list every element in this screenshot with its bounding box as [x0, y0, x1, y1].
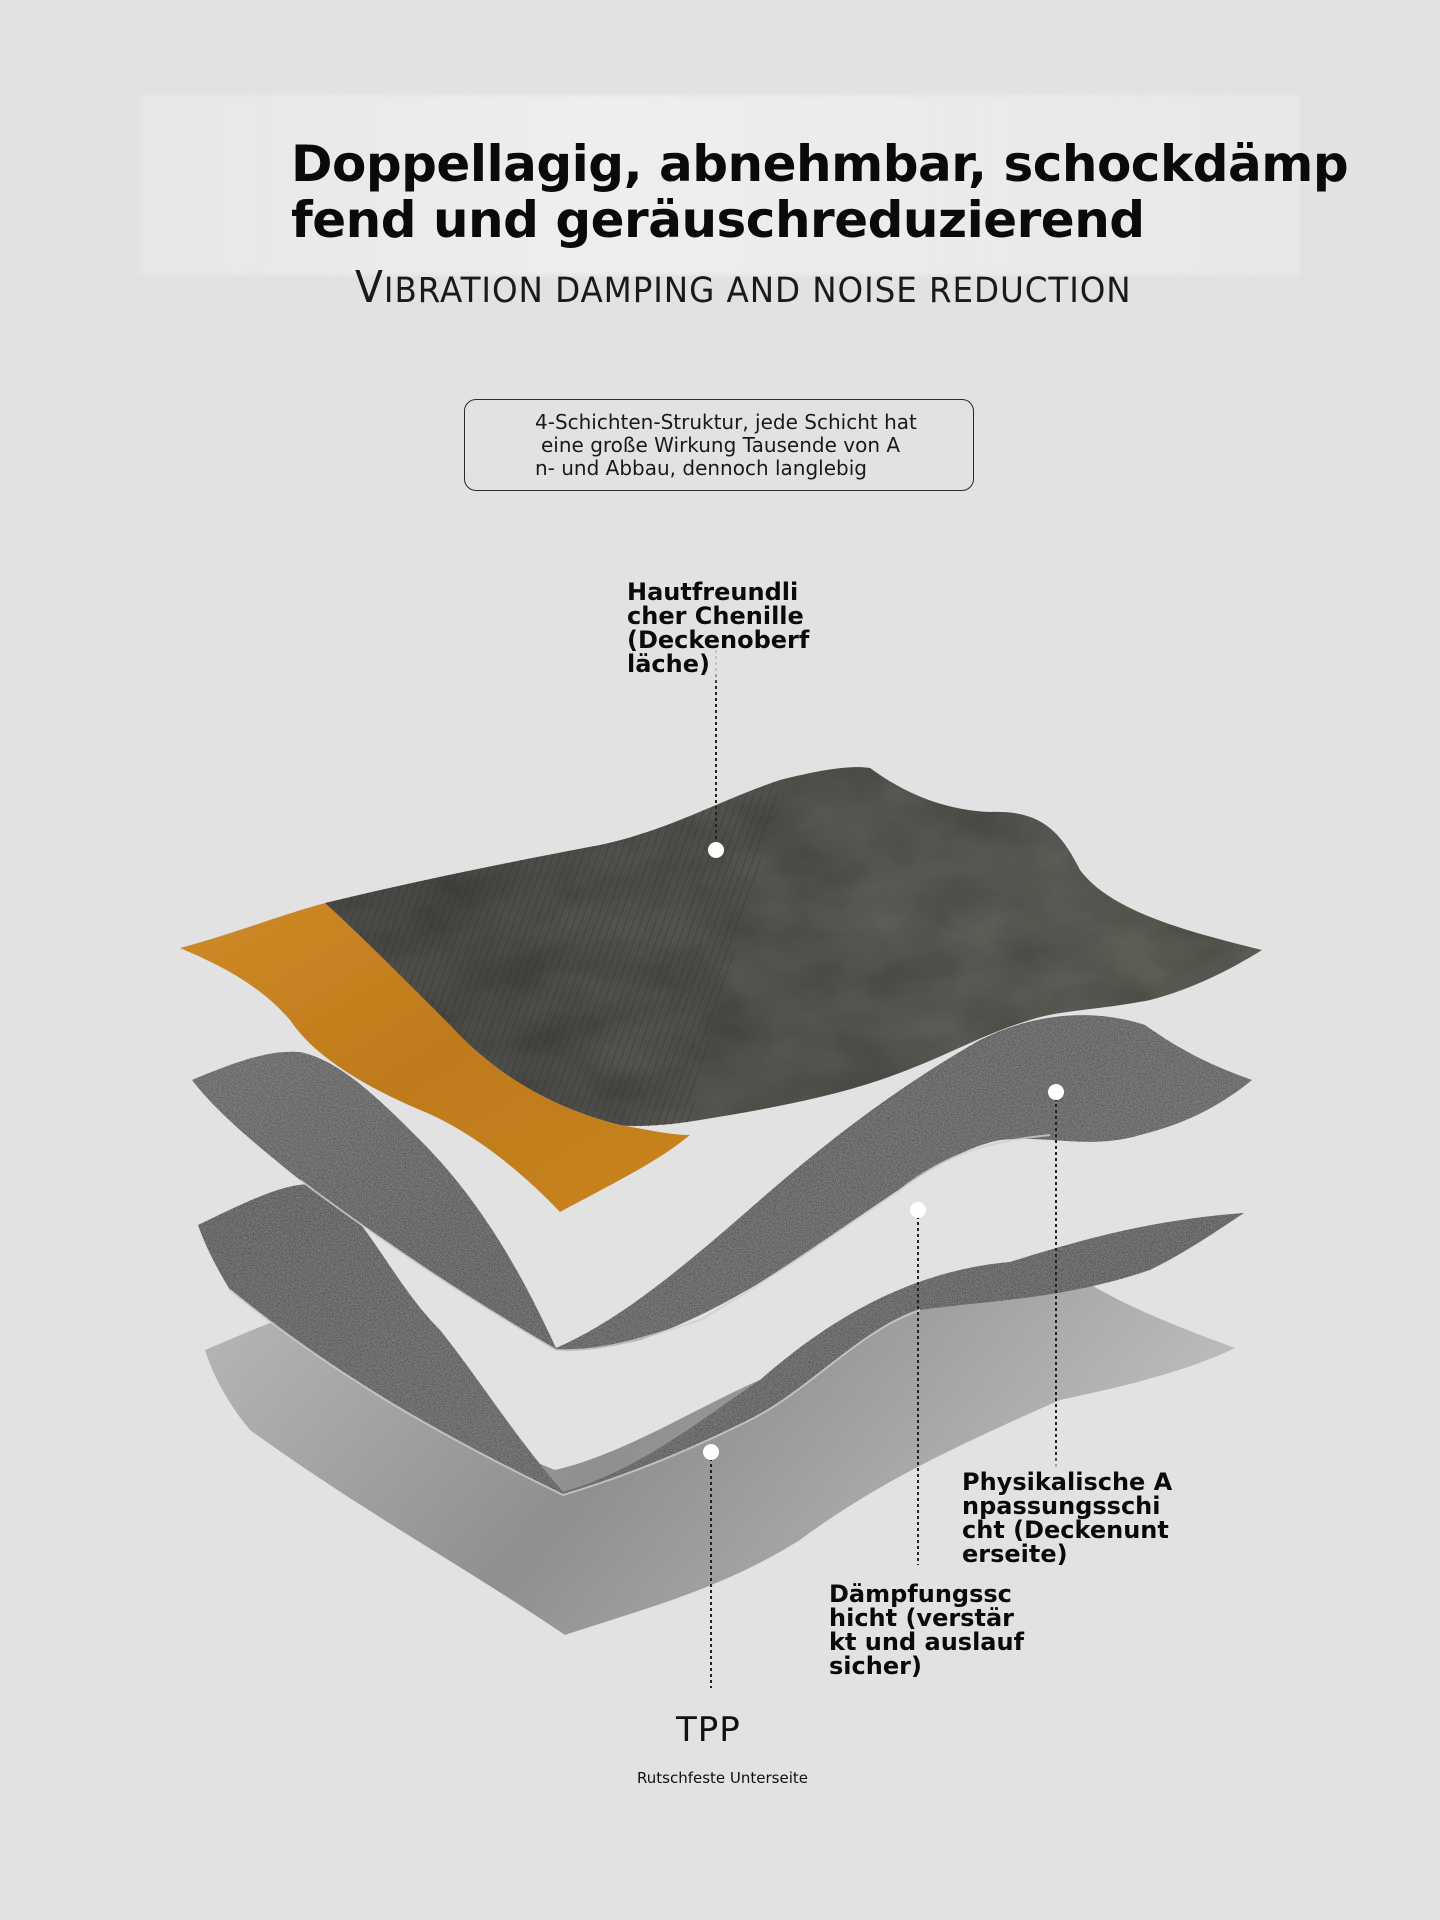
callout-top-line-3: (Deckenoberf	[627, 626, 810, 654]
intro-line-2: eine große Wirkung Tausende von A	[541, 433, 901, 457]
callout-adapt-layer: Physikalische A npassungsschi cht (Decke…	[962, 1470, 1172, 1566]
callout-adapt-line-2: npassungsschi	[962, 1492, 1161, 1520]
marker-dot-adapt	[1048, 1084, 1064, 1100]
callout-damping-line-4: sicher)	[829, 1652, 922, 1680]
marker-dot-damping	[910, 1202, 926, 1218]
page-subtitle: VIBRATION DAMPING AND NOISE REDUCTION	[355, 262, 1132, 313]
title-line-2: fend und geräuschreduzierend	[291, 191, 1145, 249]
chenille-orange-strip	[180, 903, 690, 1212]
subtitle-rest: IBRATION DAMPING AND NOISE REDUCTION	[383, 271, 1132, 311]
callout-damping-line-3: kt und auslauf	[829, 1628, 1025, 1656]
adapt-layer	[192, 1015, 1252, 1351]
tpp-layer	[205, 1265, 1235, 1635]
callout-top-line-4: läche)	[627, 650, 710, 678]
callout-top-line-2: cher Chenille	[627, 602, 804, 630]
callout-top-layer: Hautfreundli cher Chenille (Deckenoberf …	[627, 580, 809, 676]
chenille-stripes	[325, 780, 780, 1127]
callout-damping-line-1: Dämpfungssc	[829, 1580, 1012, 1608]
damping-layer	[198, 1184, 1244, 1495]
callout-damping-line-2: hicht (verstär	[829, 1604, 1014, 1632]
callout-top-line-1: Hautfreundli	[627, 578, 799, 606]
callout-damping-layer: Dämpfungssc hicht (verstär kt und auslau…	[829, 1582, 1024, 1678]
tpp-label: TPP	[676, 1710, 741, 1750]
page-title: Doppellagig, abnehmbar, schockdämp fend …	[291, 135, 1349, 249]
marker-dot-top	[708, 842, 724, 858]
intro-box: 4-Schichten-Struktur, jede Schicht hat e…	[464, 399, 974, 491]
tpp-sublabel: Rutschfeste Unterseite	[637, 1769, 808, 1787]
intro-text: 4-Schichten-Struktur, jede Schicht hat e…	[535, 411, 935, 480]
callout-damping-bg	[800, 1575, 1045, 1690]
marker-dot-bottom	[703, 1444, 719, 1460]
adapt-layer-edge	[299, 1134, 1051, 1352]
intro-line-3: n- und Abbau, dennoch langlebig	[535, 456, 867, 480]
callout-adapt-bg	[935, 1462, 1185, 1582]
callout-adapt-line-4: erseite)	[962, 1540, 1068, 1568]
subtitle-initial: V	[355, 262, 384, 313]
callout-adapt-line-3: cht (Deckenunt	[962, 1516, 1169, 1544]
title-line-1: Doppellagig, abnehmbar, schockdämp	[291, 135, 1349, 193]
callout-bottom-bg	[622, 1742, 814, 1810]
header-band	[140, 95, 1300, 275]
callout-top-bg	[596, 566, 840, 678]
damping-layer-edge	[229, 1289, 921, 1497]
intro-line-1: 4-Schichten-Struktur, jede Schicht hat	[535, 410, 917, 434]
callout-adapt-line-1: Physikalische A	[962, 1468, 1173, 1496]
